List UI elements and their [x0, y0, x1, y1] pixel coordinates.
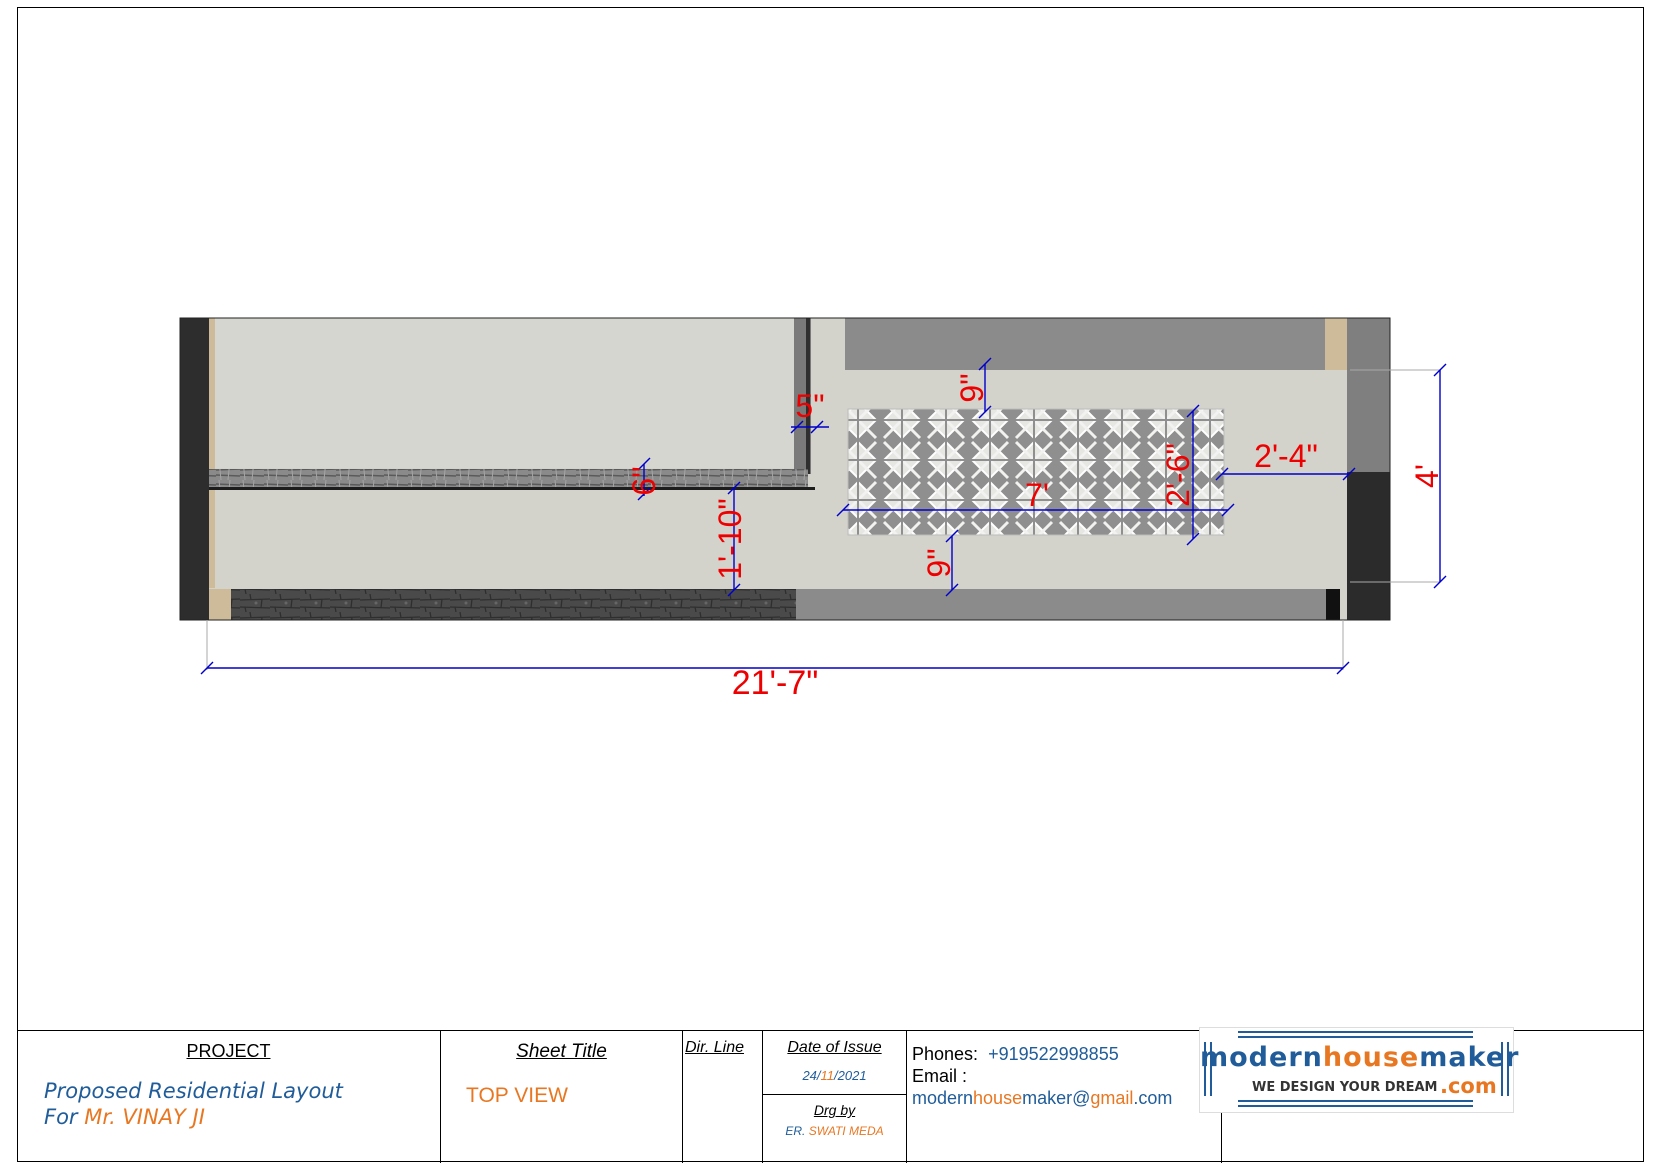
dim-side-gap: 2'-4" [1254, 438, 1318, 474]
sheet-title-heading: Sheet Title [516, 1041, 607, 1062]
cnc-jali-panel [847, 408, 1225, 536]
stone-base [215, 589, 796, 620]
phone-line: Phones: +919522998855 [912, 1044, 1119, 1064]
top-strip [845, 318, 1335, 370]
dim-ledge-depth: 6" [626, 466, 662, 495]
drawn-by-heading: Drg by [813, 1102, 856, 1118]
email-label: Email : [912, 1066, 968, 1086]
dim-panel-height: 2'-6" [1160, 443, 1196, 507]
right-wall-lower [1347, 472, 1390, 620]
project-client-line: For Mr. VINAY JI [44, 1105, 205, 1129]
dir-line-cell: Dir. Line [683, 1031, 763, 1163]
issue-cell: Date of Issue 24/11/2021 Drg by ER. SWAT… [763, 1031, 907, 1163]
dim-ledge-offset: 1'-10" [712, 498, 748, 580]
issue-date: 24/11/2021 [802, 1068, 867, 1083]
plan-drawing: 21'-7" 4' 7' 2'-6" 2'-4" 9" 9" 5" 1'-10"… [179, 317, 1447, 702]
dim-partition-thickness: 5" [795, 388, 824, 424]
dim-overall-length: 21'-7" [732, 664, 819, 702]
phone-number[interactable]: +919522998855 [988, 1044, 1119, 1064]
email-address[interactable]: modernhousemaker@gmail.com [912, 1088, 1173, 1108]
project-cell: PROJECT Proposed Residential Layout For … [17, 1031, 441, 1163]
sheet-title-cell: Sheet Title TOP VIEW [441, 1031, 683, 1163]
left-wall-edge [180, 318, 209, 620]
drawn-by: ER. SWATI MEDA [785, 1124, 884, 1138]
logo-wordmark: modernhousemaker [1200, 1042, 1520, 1073]
dim-overall-width: 4' [1409, 464, 1445, 488]
sheet-title: TOP VIEW [466, 1084, 568, 1107]
dim-panel-length: 7' [1025, 477, 1049, 513]
dim-bottom-margin: 9" [921, 548, 957, 577]
upper-panel [215, 318, 802, 468]
drawing-frame [17, 7, 1644, 1162]
contact-cell: Phones: +919522998855 Email : modernhous… [907, 1031, 1222, 1163]
project-client: Mr. VINAY JI [84, 1105, 205, 1129]
project-heading: PROJECT [186, 1041, 271, 1061]
project-name: Proposed Residential Layout [44, 1079, 343, 1103]
company-logo: modernhousemaker WE DESIGN YOUR DREAM .c… [1199, 1027, 1520, 1113]
title-block: PROJECT Proposed Residential Layout For … [17, 1030, 1644, 1163]
dim-top-margin: 9" [954, 373, 990, 402]
wooden-ledge [209, 469, 808, 489]
date-heading: Date of Issue [787, 1039, 882, 1056]
right-wall-upper [1347, 318, 1390, 472]
logo-tagline: WE DESIGN YOUR DREAM [1252, 1080, 1438, 1095]
logo-suffix: .com [1440, 1074, 1497, 1098]
dir-line-heading: Dir. Line [685, 1039, 744, 1056]
